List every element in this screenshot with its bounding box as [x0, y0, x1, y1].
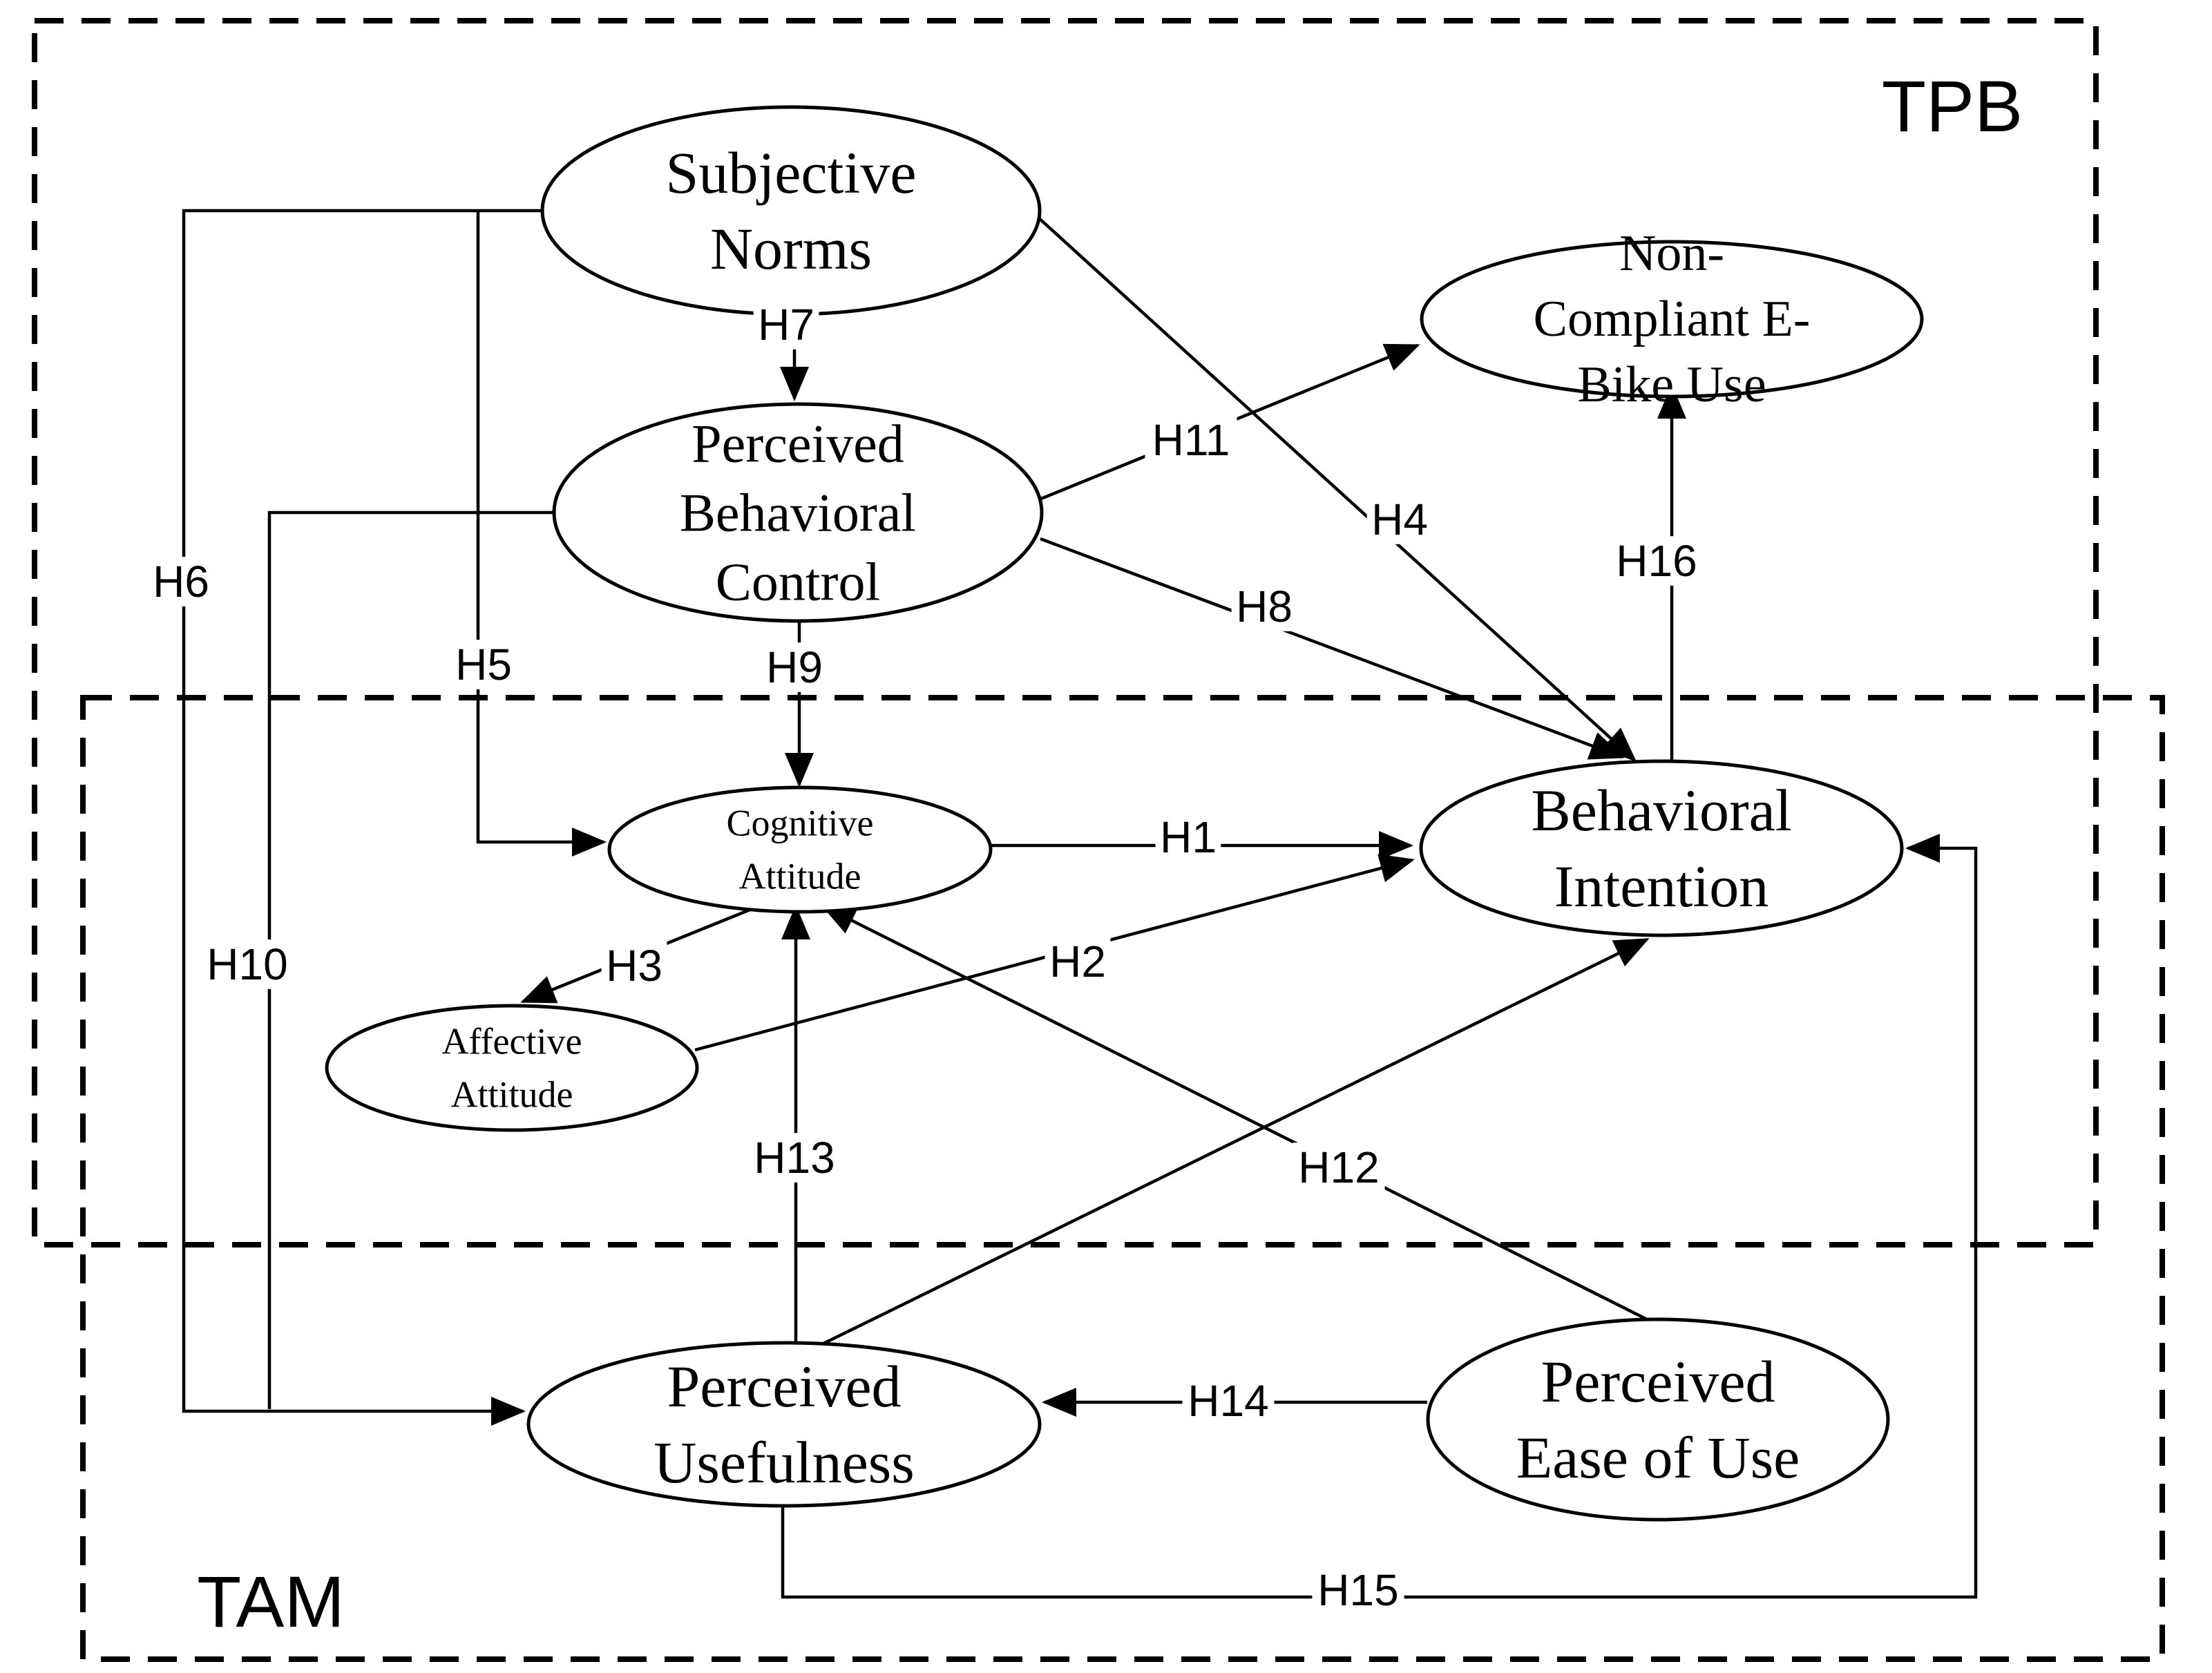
edge-label-bg-H6 [148, 557, 214, 606]
edge-label-H13: H13 [754, 1133, 835, 1183]
edge-H4 [1037, 216, 1637, 762]
edge-label-bg-H14 [1182, 1376, 1275, 1426]
edge-label-bg-H7 [753, 300, 819, 350]
node-label-perceived-usefulness-line0: Perceived [667, 1353, 901, 1419]
node-non-compliant-ebike-use [1420, 240, 1924, 399]
edge-label-H2: H2 [1049, 937, 1106, 986]
edge-label-H3: H3 [606, 941, 662, 991]
group-box-tam [80, 695, 2165, 1662]
edge-label-bg-H9 [761, 642, 828, 692]
edge-H12 [821, 904, 1652, 1323]
edge-label-bg-H2 [1045, 937, 1111, 986]
edge-H15 [781, 834, 1978, 1599]
edge-label-H12: H12 [1298, 1143, 1379, 1192]
node-label-perceived-ease-of-use-line1: Ease of Use [1516, 1424, 1800, 1491]
node-behavioral-intention [1419, 759, 1904, 937]
node-label-perceived-usefulness-line1: Usefulness [654, 1429, 914, 1495]
edge-label-bg-H5 [450, 640, 517, 689]
edge-label-bg-H13 [748, 1133, 841, 1183]
node-label-non-compliant-ebike-use-line2: Bike Use [1577, 356, 1766, 413]
node-label-cognitive-attitude-line0: Cognitive [727, 803, 874, 844]
edge-label-bg-H16 [1610, 536, 1703, 586]
group-label-tam: TAM [197, 1562, 345, 1643]
edge-pu-bi-diagonal [823, 937, 1650, 1346]
edge-label-bg-H1 [1155, 812, 1221, 862]
node-label-affective-attitude-line1: Attitude [451, 1074, 573, 1116]
node-label-subjective-norms-line1: Norms [710, 216, 872, 282]
edge-label-bg-H8 [1231, 582, 1297, 631]
node-label-behavioral-intention-line0: Behavioral [1531, 777, 1791, 843]
edge-H5 [476, 211, 607, 857]
node-perceived-behavioral-control [552, 402, 1044, 623]
node-label-perceived-behavioral-control-line1: Behavioral [680, 483, 916, 543]
edge-label-H11: H11 [1152, 415, 1230, 465]
node-perceived-ease-of-use [1426, 1317, 1890, 1522]
node-perceived-usefulness [526, 1341, 1042, 1508]
node-affective-attitude [325, 1004, 699, 1132]
node-label-non-compliant-ebike-use-line1: Compliant E- [1534, 291, 1811, 347]
node-label-perceived-behavioral-control-line0: Perceived [692, 414, 904, 474]
edge-label-H5: H5 [455, 640, 512, 689]
edge-label-bg-H4 [1366, 495, 1433, 544]
edge-label-H1: H1 [1160, 812, 1217, 862]
edge-H8 [1040, 537, 1625, 760]
edge-label-bg-H15 [1312, 1565, 1404, 1615]
edge-label-H10: H10 [207, 939, 287, 989]
node-label-non-compliant-ebike-use-line0: Non- [1619, 225, 1724, 282]
edge-label-bg-H3 [601, 941, 667, 991]
edge-H10 [267, 510, 554, 1409]
node-cognitive-attitude [607, 785, 993, 914]
node-label-cognitive-attitude-line1: Attitude [739, 856, 861, 897]
edge-label-H7: H7 [758, 300, 814, 350]
edge-label-H15: H15 [1317, 1565, 1398, 1615]
edge-label-H4: H4 [1371, 495, 1428, 544]
edge-label-H9: H9 [766, 642, 823, 692]
edge-label-H14: H14 [1188, 1376, 1268, 1426]
edge-label-bg-H12 [1293, 1143, 1385, 1192]
node-subjective-norms [540, 105, 1042, 316]
edge-label-bg-H11 [1145, 415, 1237, 465]
node-label-affective-attitude-line0: Affective [442, 1021, 582, 1062]
group-label-tpb: TPB [1882, 66, 2023, 147]
node-label-behavioral-intention-line1: Intention [1554, 853, 1769, 919]
edge-label-H8: H8 [1236, 582, 1293, 631]
edge-label-H6: H6 [153, 557, 209, 606]
edge-H6 [182, 209, 542, 1426]
node-label-perceived-behavioral-control-line2: Control [716, 552, 880, 612]
node-label-perceived-ease-of-use-line0: Perceived [1541, 1348, 1775, 1415]
edge-label-H16: H16 [1616, 536, 1697, 586]
node-label-subjective-norms-line0: Subjective [665, 140, 916, 206]
edge-label-bg-H10 [201, 939, 294, 989]
